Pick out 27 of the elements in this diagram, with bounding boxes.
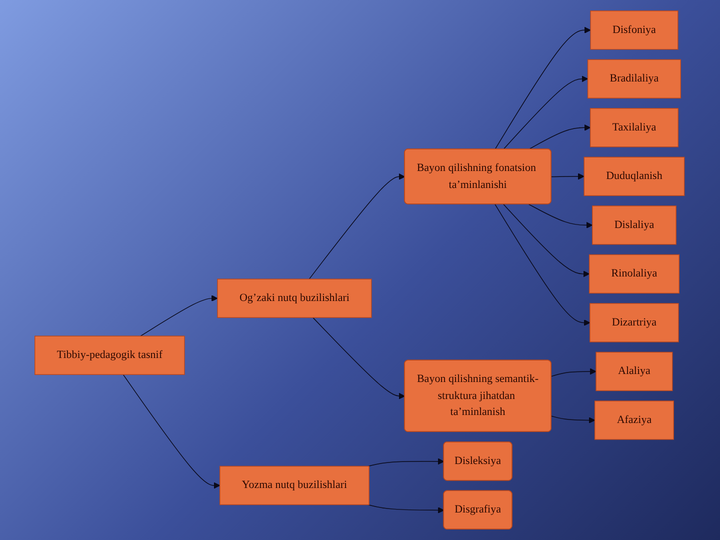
- arrow: [495, 204, 591, 326]
- arrow: [368, 458, 445, 467]
- arrow: [552, 173, 585, 180]
- node-box: Og’zaki nutq buzilishlari: [218, 278, 372, 318]
- arrow: [528, 204, 594, 228]
- arrow: [504, 76, 588, 150]
- node-box: Yozma nutq buzilishlari: [220, 466, 370, 506]
- arrow: [309, 173, 406, 280]
- arrow: [140, 295, 218, 336]
- node-box: Alaliya: [596, 352, 674, 392]
- node-box: Tibbiy-pedagogik tasnif: [34, 336, 186, 375]
- node-box: Taxilaliya: [590, 108, 679, 148]
- arrow: [123, 374, 221, 489]
- node-box: Afaziya: [594, 400, 674, 440]
- arrow: [528, 124, 591, 150]
- node-box: Dislaliya: [592, 206, 677, 245]
- arrow: [504, 204, 590, 278]
- node-box: Bradilaliya: [588, 59, 682, 98]
- arrow: [552, 416, 596, 424]
- arrow: [495, 26, 592, 150]
- arrow: [552, 368, 597, 377]
- node-box: Dizartriya: [590, 303, 680, 342]
- arrow: [312, 317, 406, 400]
- node-box: Duduqlanish: [584, 156, 686, 196]
- node-box: Rinolaliya: [589, 254, 680, 294]
- node-box: Disfoniya: [590, 10, 679, 50]
- arrow: [368, 504, 445, 514]
